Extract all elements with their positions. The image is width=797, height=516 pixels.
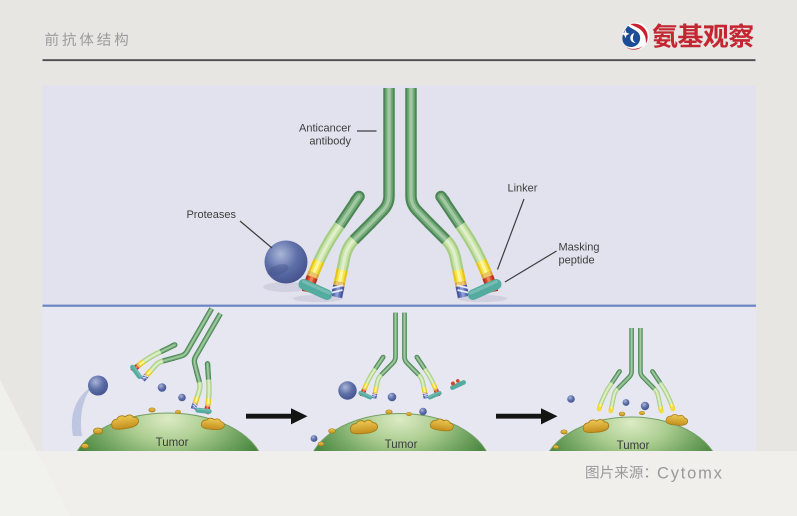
svg-text:Tumor: Tumor [385,439,418,451]
svg-text:Linker: Linker [508,183,538,195]
svg-text:Proteases: Proteases [186,209,236,221]
svg-text:Anticancer: Anticancer [299,123,351,135]
svg-text:Tumor: Tumor [156,437,189,449]
svg-text:antibody: antibody [309,136,351,148]
svg-text:Tumor: Tumor [617,440,650,452]
svg-text:Masking: Masking [559,242,600,254]
svg-text:Cytomx: Cytomx [657,465,724,483]
svg-text:peptide: peptide [559,255,595,267]
